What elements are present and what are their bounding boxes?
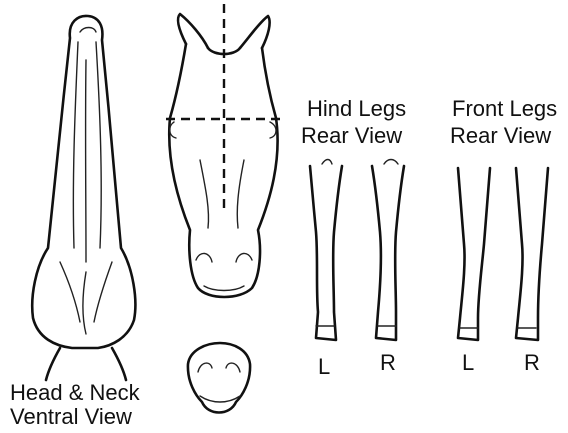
hind-left-label: L <box>318 354 330 379</box>
head-neck-label-line2: Ventral View <box>10 404 132 429</box>
front-legs-label-line2: Rear View <box>450 123 551 148</box>
hind-legs-label-line2: Rear View <box>301 123 402 148</box>
front-legs-figure <box>458 168 548 340</box>
front-right-label: R <box>524 350 540 375</box>
head-neck-label-line1: Head & Neck <box>10 380 140 405</box>
hind-leg-right <box>372 160 404 341</box>
front-leg-left <box>458 168 490 340</box>
hind-legs-figure <box>310 160 404 341</box>
hind-leg-left <box>310 160 342 341</box>
hind-right-label: R <box>380 350 396 375</box>
front-leg-right <box>516 168 548 340</box>
front-left-label: L <box>462 350 474 375</box>
hind-legs-label-line1: Hind Legs <box>307 96 406 121</box>
muzzle-figure <box>188 343 250 413</box>
front-legs-label-line1: Front Legs <box>452 96 557 121</box>
head-front-figure <box>166 4 282 297</box>
head-neck-ventral-figure <box>32 16 135 380</box>
